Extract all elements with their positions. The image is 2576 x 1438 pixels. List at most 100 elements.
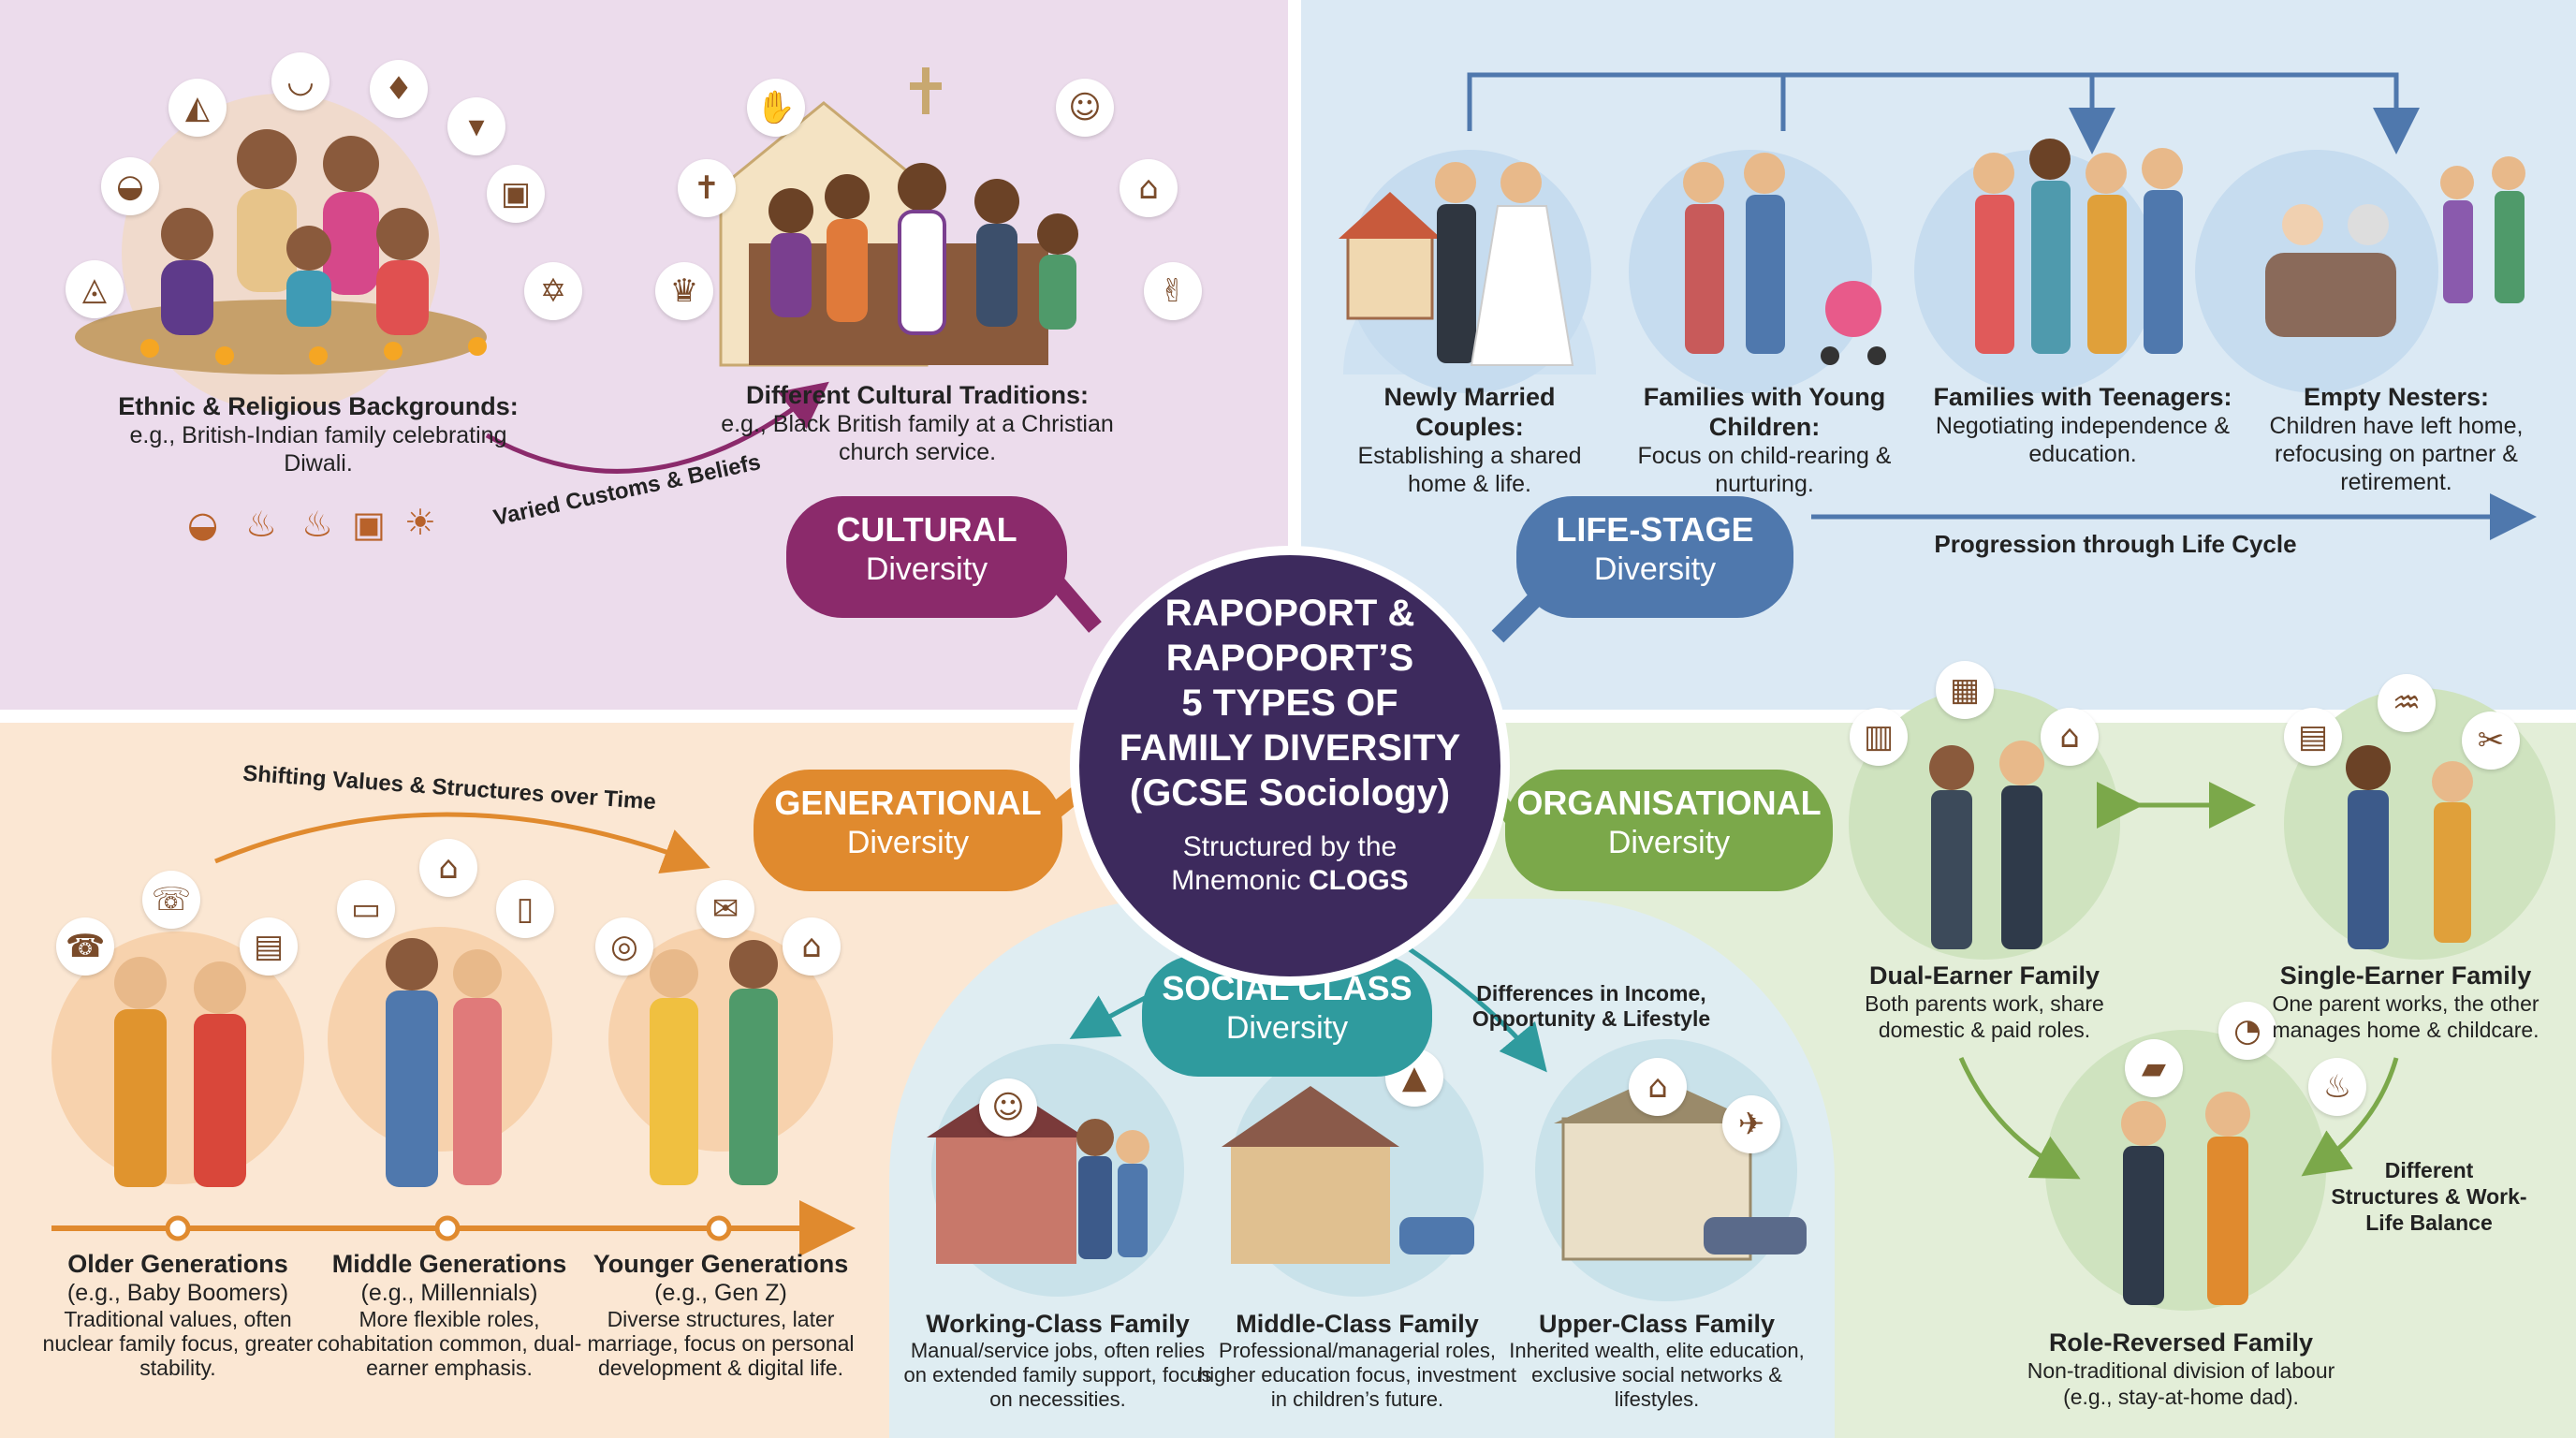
generational-badge-sub: Diversity	[846, 825, 970, 860]
generation-timeline	[51, 1200, 856, 1256]
center-title-line-1: RAPOPORT &	[1164, 593, 1415, 634]
cleaning-icon: ♒	[2378, 674, 2436, 732]
org-dual-earner: Dual-Earner Family Both parents work, sh…	[1835, 961, 2134, 1043]
airplane-icon: ✈	[1722, 1095, 1780, 1153]
org-role-reversed-title: Role-Reversed Family	[2048, 1328, 2314, 1357]
generation-older-desc: Traditional values, often nuclear family…	[42, 1307, 314, 1380]
generation-younger-sub: (e.g., Gen Z)	[654, 1280, 787, 1306]
telephone-icon: ☎	[56, 917, 114, 976]
generational-badge: GENERATIONAL Diversity	[754, 770, 1062, 891]
cultural-left-caption: Ethnic & Religious Backgrounds: e.g., Br…	[112, 391, 524, 477]
lifestage-illustrations	[1339, 139, 2525, 393]
carrot-icon: ▾	[447, 97, 505, 155]
center-title-circle: RAPOPORT & RAPOPORT’S 5 TYPES OF FAMILY …	[1070, 546, 1510, 986]
organisational-badge-title: ORGANISATIONAL	[1516, 784, 1822, 822]
skyscraper-icon: ▦	[1936, 661, 1994, 719]
lifestage-badge-sub: Diversity	[1593, 551, 1717, 587]
rice-bowl-icon: ◡	[271, 52, 329, 110]
center-subtitle: Structured by the Mnemonic CLOGS	[1079, 830, 1500, 898]
cross-icon: ✝	[678, 159, 736, 217]
center-subtitle-prefix: Mnemonic	[1171, 865, 1310, 896]
cultural-right-desc: e.g., Black British family at a Christia…	[721, 411, 1114, 465]
sun-icon: ☀	[404, 502, 437, 543]
customs-arrow	[485, 381, 829, 474]
organisational-badge: ORGANISATIONAL Diversity	[1505, 770, 1833, 891]
lifestage-stage-4-title: Empty Nesters:	[2303, 383, 2490, 411]
social-upper-class-desc: Inherited wealth, elite education, exclu…	[1509, 1339, 1805, 1411]
generation-younger-desc: Diverse structures, later marriage, focu…	[587, 1307, 855, 1380]
generational-illustrations	[51, 927, 833, 1187]
lifestage-badge: LIFE-STAGE Diversity	[1516, 496, 1793, 618]
generation-middle-desc: More flexible roles, cohabitation common…	[316, 1307, 582, 1380]
museum-icon: ⌂	[1629, 1058, 1687, 1116]
social-upper-class-title: Upper-Class Family	[1538, 1310, 1776, 1338]
organisational-badge-sub: Diversity	[1607, 825, 1731, 860]
center-title-line-4: FAMILY DIVERSITY	[1119, 727, 1461, 769]
lamp-icon: ♨	[301, 504, 334, 545]
church-family-illustration	[719, 67, 1078, 367]
progression-label: Progression through Life Cycle	[1934, 530, 2297, 558]
bank-icon: ⌂	[419, 839, 477, 897]
lifestage-stage-2-title: Families with Young Children:	[1643, 383, 1886, 441]
briefcase-icon: ▰	[2125, 1039, 2183, 1097]
vertical-divider	[1288, 0, 1301, 716]
dress-icon: ♦	[370, 60, 428, 118]
social-class-illustrations	[927, 1039, 1807, 1301]
generation-middle-title: Middle Generations	[331, 1250, 567, 1278]
child-icon: ☺	[1056, 79, 1114, 137]
cultural-badge-sub: Diversity	[865, 551, 988, 587]
lifecycle-top-arrows	[1467, 72, 2399, 131]
tablet-icon: ▯	[496, 880, 554, 938]
temple-icon: ⌂	[1120, 159, 1178, 217]
lifestage-stage-4-desc: Children have left home, refocusing on p…	[2269, 413, 2524, 495]
generation-middle-sub: (e.g., Millennials)	[360, 1280, 538, 1306]
samosa-icon: ◭	[168, 79, 227, 137]
center-title-line-2: RAPOPORT’S	[1165, 638, 1414, 679]
newspaper-icon: ▤	[240, 917, 298, 976]
lifestage-stage-1-title: Newly Married Couples:	[1383, 383, 1556, 441]
cultural-badge-title: CULTURAL	[836, 510, 1017, 549]
generation-middle: Middle Generations (e.g., Millennials) M…	[309, 1249, 590, 1380]
lifestage-badge-title: LIFE-STAGE	[1556, 510, 1754, 549]
org-role-reversed: Role-Reversed Family Non-traditional div…	[2022, 1328, 2340, 1410]
hands-icon: ✌	[1144, 262, 1202, 320]
candle-icon: ♨	[245, 504, 278, 545]
social-middle-class-desc: Professional/managerial roles, higher ed…	[1198, 1339, 1516, 1411]
org-role-reversed-desc: Non-traditional division of labour (e.g.…	[2027, 1358, 2335, 1409]
center-subtitle-line-1: Structured by the	[1182, 831, 1398, 862]
cultural-left-desc: e.g., British-Indian family celebrating …	[129, 422, 507, 477]
sweets-icon: ◒	[187, 504, 219, 545]
generation-older-sub: (e.g., Baby Boomers)	[66, 1280, 289, 1306]
social-side-label: Differences in Income, Opportunity & Lif…	[1471, 981, 1711, 1031]
org-dual-earner-desc: Both parents work, share domestic & paid…	[1865, 991, 2104, 1042]
shifting-values-arc	[214, 812, 710, 874]
lifestage-stage-1: Newly Married Couples: Establishing a sh…	[1329, 382, 1610, 498]
social-right-arrow	[1402, 943, 1547, 1073]
lifestage-stage-3: Families with Teenagers: Negotiating ind…	[1928, 382, 2237, 468]
generation-younger: Younger Generations (e.g., Gen Z) Divers…	[580, 1249, 861, 1380]
social-working-class-title: Working-Class Family	[926, 1310, 1190, 1338]
lifestage-stage-2-desc: Focus on child-rearing & nurturing.	[1637, 443, 1892, 497]
cultural-right-caption: Different Cultural Traditions: e.g., Bla…	[721, 380, 1114, 466]
dual-to-role-arrow	[1958, 1056, 2081, 1180]
lifestage-stage-3-title: Families with Teenagers:	[1933, 383, 2232, 411]
worker-icon: ☺	[979, 1078, 1037, 1137]
center-mnemonic: CLOGS	[1309, 865, 1409, 896]
social-class-badge-sub: Diversity	[1225, 1010, 1349, 1046]
org-single-earner-desc: One parent works, the other manages home…	[2272, 991, 2539, 1042]
rotary-phone-icon: ☏	[142, 871, 200, 929]
chat-icon: ✉	[696, 880, 754, 938]
laptop-icon: ▭	[337, 880, 395, 938]
crown-icon: ♛	[655, 262, 713, 320]
instagram-icon: ◎	[595, 917, 653, 976]
center-title-line-3: 5 TYPES OF	[1181, 682, 1398, 724]
generation-older-title: Older Generations	[67, 1250, 288, 1278]
social-upper-class: Upper-Class Family Inherited wealth, eli…	[1507, 1309, 1807, 1412]
diya-icon: ◬	[66, 260, 124, 318]
social-class-badge: SOCIAL CLASS Diversity	[1142, 955, 1432, 1077]
salad-icon: ◒	[101, 157, 159, 215]
social-middle-class-title: Middle-Class Family	[1236, 1310, 1479, 1338]
generation-older: Older Generations (e.g., Baby Boomers) T…	[37, 1249, 318, 1380]
org-single-earner: Single-Earner Family One parent works, t…	[2256, 961, 2555, 1043]
